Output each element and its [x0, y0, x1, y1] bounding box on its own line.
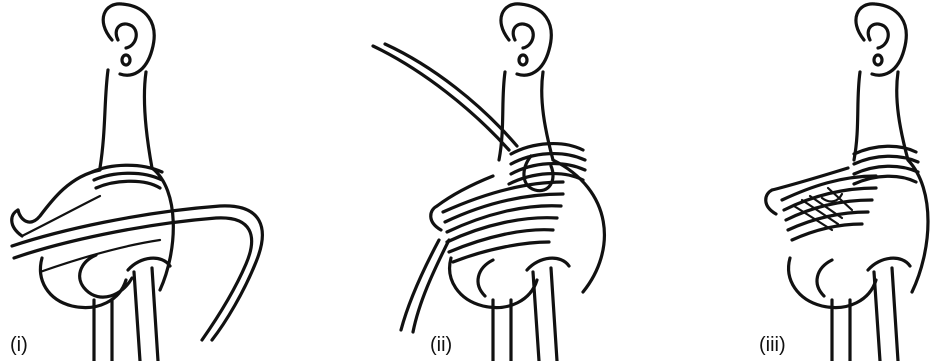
- mousing-cord: [373, 44, 517, 332]
- panel-step-3: (iii): [626, 0, 939, 361]
- hook-body: [766, 160, 928, 308]
- hook-body: [431, 160, 605, 308]
- mousing-wraps: [443, 144, 585, 262]
- hook-eye: [856, 4, 906, 75]
- hook-illustration-step-1: [0, 0, 313, 361]
- hook-illustration-step-3: [626, 0, 939, 361]
- hook-eye: [501, 4, 551, 75]
- lifting-link: [80, 255, 170, 361]
- hook-illustration-step-2: [313, 0, 626, 361]
- panel-step-1: (i): [0, 0, 313, 361]
- hook-eye: [103, 4, 154, 75]
- panel-step-2: (ii): [313, 0, 626, 361]
- mousing-wraps: [92, 165, 162, 188]
- lifting-link: [478, 258, 569, 361]
- panel-caption: (ii): [430, 335, 452, 355]
- panel-caption: (i): [10, 335, 28, 355]
- hook-shank: [100, 70, 152, 168]
- mousing-wraps: [782, 146, 918, 240]
- lifting-link: [817, 258, 910, 361]
- panel-caption: (iii): [759, 335, 786, 355]
